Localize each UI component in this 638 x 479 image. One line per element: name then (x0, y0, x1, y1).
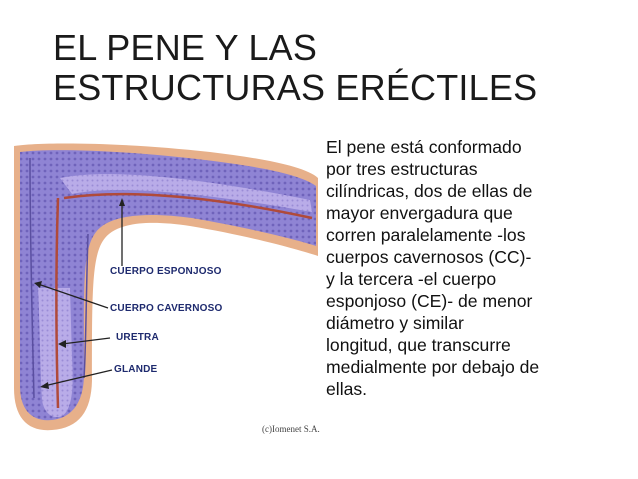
body-line: por tres estructuras (326, 159, 478, 179)
body-paragraph: El pene está conformado por tres estruct… (326, 136, 626, 400)
pointer-glande (43, 369, 113, 387)
pointer-uretra (61, 337, 111, 345)
body-line: ellas. (326, 379, 368, 399)
anatomy-illustration: CUERPO ESPONJOSO CUERPO CAVERNOSO URETRA… (0, 138, 330, 438)
body-line: medialmente por debajo de (326, 357, 540, 377)
urethra-line (63, 192, 313, 220)
label-uretra: URETRA (116, 332, 159, 343)
label-glande: GLANDE (114, 364, 158, 375)
label-cuerpo-cavernoso: CUERPO CAVERNOSO (110, 303, 223, 314)
image-credit: (c)Iomenet S.A. (262, 424, 320, 434)
body-line: esponjoso (CE)- de menor (326, 291, 533, 311)
title-line-1: EL PENE Y LAS (53, 27, 318, 68)
cavernous-body (20, 150, 316, 421)
spongy-body-upper (60, 174, 312, 212)
body-line: cuerpos cavernosos (CC)- (326, 247, 532, 267)
slide-title: EL PENE Y LAS ESTRUCTURAS ERÉCTILES (53, 28, 623, 108)
body-line: El pene está conformado (326, 137, 522, 157)
urethra-line-vertical (55, 197, 60, 409)
body-line: corren paralelamente -los (326, 225, 526, 245)
body-line: y la tercera -el cuerpo (326, 269, 497, 289)
body-line: longitud, que transcurre (326, 335, 511, 355)
pointer-cavernoso (37, 283, 109, 309)
penis-cross-section-drawing (14, 143, 318, 431)
label-cuerpo-esponjoso: CUERPO ESPONJOSO (110, 266, 222, 277)
body-line: mayor envergadura que (326, 203, 513, 223)
body-line: cilíndricas, dos de ellas de (326, 181, 533, 201)
title-line-2: ESTRUCTURAS ERÉCTILES (53, 67, 538, 108)
body-line: diámetro y similar (326, 313, 464, 333)
